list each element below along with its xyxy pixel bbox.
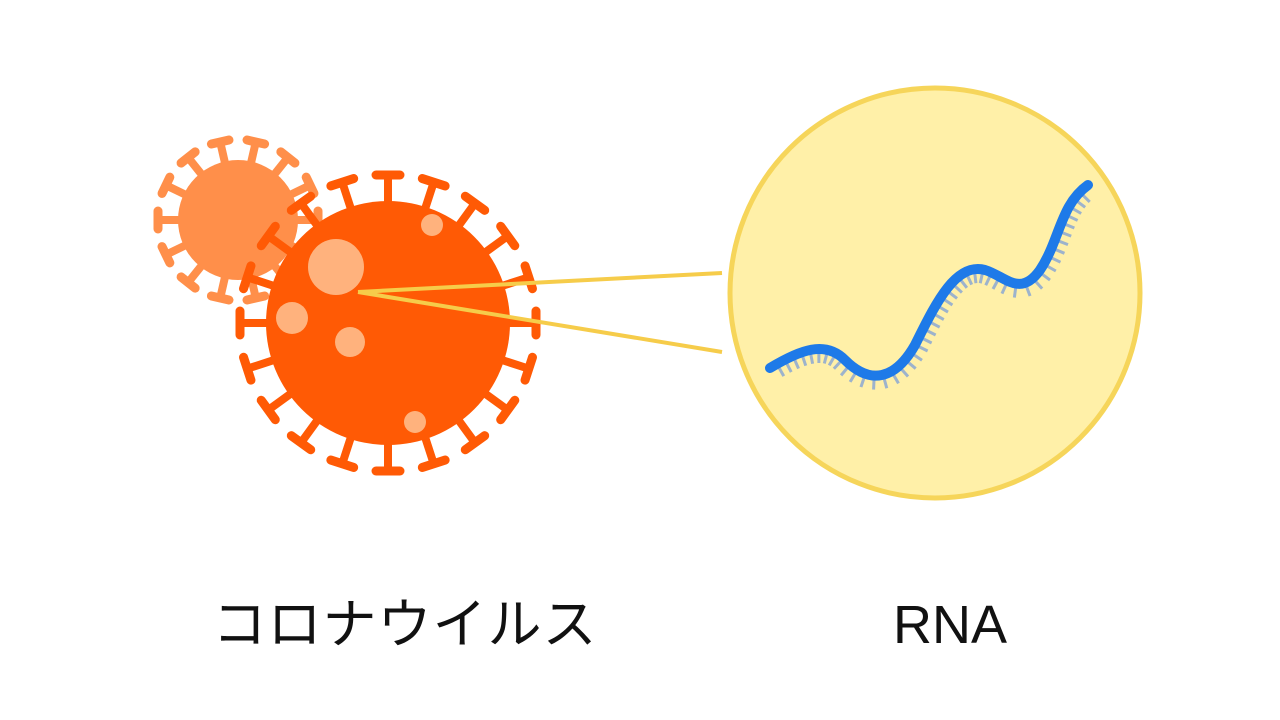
zoom-callout-lines: [357, 271, 723, 354]
rna-strand-icon: [765, 180, 1093, 390]
rna-label: RNA: [892, 595, 1007, 655]
zoom-circle: [727, 85, 1143, 501]
coronavirus-icon: [235, 170, 541, 476]
virus-label: コロナウイルス: [212, 593, 598, 656]
